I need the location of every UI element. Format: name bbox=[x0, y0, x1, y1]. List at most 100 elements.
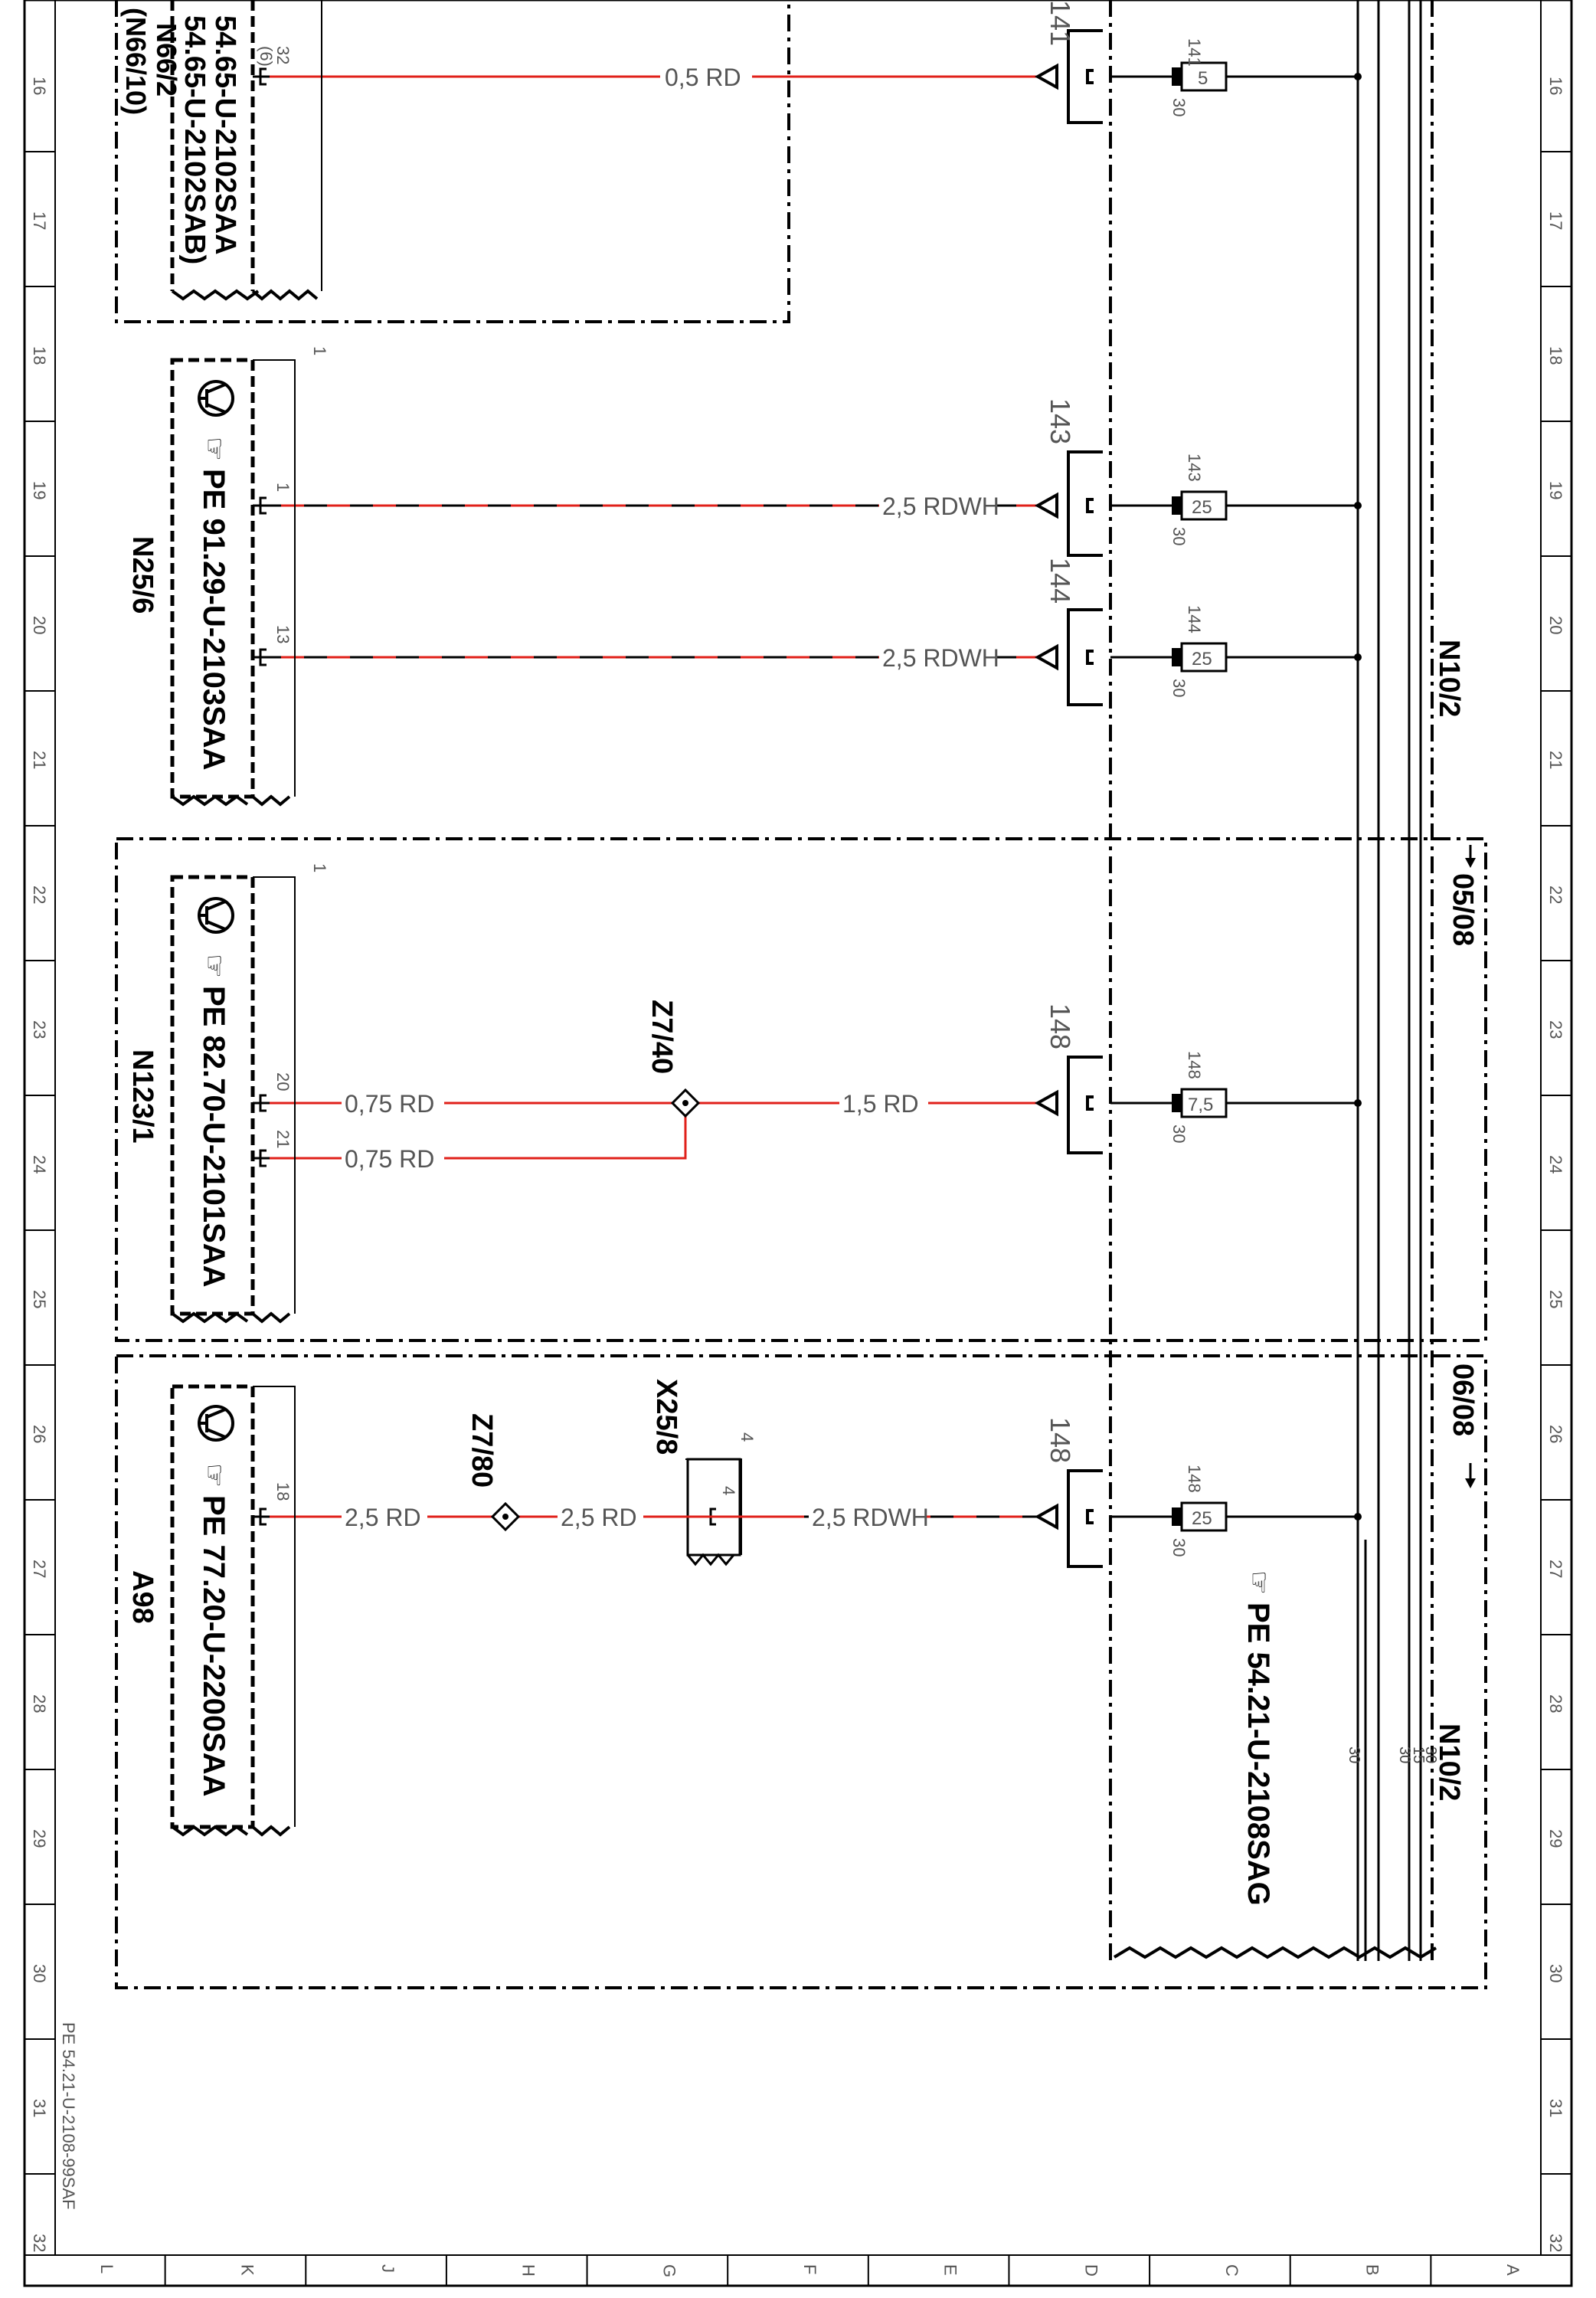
module-pin: 18 bbox=[273, 1482, 293, 1501]
row-number: 25 bbox=[1546, 1290, 1565, 1308]
fuse-circuit-number: 141 bbox=[1185, 38, 1204, 67]
module-pin: (6) bbox=[257, 46, 276, 67]
row-number: 30 bbox=[1546, 1964, 1565, 1982]
wire-labels: 0,5 RD 2,5 RDWH 2,5 RDWH 0,75 RD 0,75 RD… bbox=[342, 63, 999, 1531]
drawing-frame bbox=[23, 0, 1573, 2287]
cross-ref-label: 05/08 bbox=[1447, 873, 1479, 946]
row-number: 32 bbox=[30, 2234, 49, 2252]
fuse-rating: 7,5 bbox=[1188, 1095, 1213, 1115]
row-number: 17 bbox=[30, 211, 49, 230]
column-letter: D bbox=[1081, 2264, 1101, 2277]
cross-ref-label: 06/08 bbox=[1447, 1363, 1479, 1436]
connector-label-148: 148 bbox=[1045, 1417, 1076, 1463]
module-pin: 13 bbox=[273, 625, 293, 643]
row-number: 27 bbox=[1546, 1560, 1565, 1578]
pointing-hand-icon: ☞ bbox=[199, 954, 231, 978]
column-letter: F bbox=[800, 2264, 819, 2274]
fuse-circuit-number: 144 bbox=[1185, 605, 1204, 633]
row-number: 19 bbox=[30, 481, 49, 499]
fuse-box-code: N10/2 bbox=[1433, 1724, 1465, 1801]
fuse-circuit-number: 143 bbox=[1185, 453, 1204, 482]
fuse-box-ref: PE 54.21-U-2108SAG bbox=[1241, 1602, 1275, 1906]
transistor-icon bbox=[198, 380, 234, 417]
column-letter: E bbox=[941, 2264, 960, 2276]
cross-ref-06-08: 06/08 bbox=[1447, 1363, 1479, 1488]
connector-pin: 4 bbox=[737, 1432, 757, 1442]
fuse-143: 25 143 30 bbox=[1169, 453, 1228, 545]
row-number: 22 bbox=[1546, 885, 1565, 904]
module-code: A98 bbox=[126, 1570, 159, 1624]
module-code: N25/6 bbox=[126, 536, 159, 614]
wire-label-x258-fuse: 2,5 RDWH bbox=[812, 1504, 929, 1531]
module-code: N123/1 bbox=[126, 1049, 159, 1144]
column-letter: K bbox=[237, 2264, 257, 2276]
row-number: 20 bbox=[30, 616, 49, 634]
row-number: 24 bbox=[1546, 1155, 1565, 1174]
connector-label-144: 144 bbox=[1045, 558, 1076, 604]
module-pin: 20 bbox=[273, 1072, 293, 1091]
row-number: 24 bbox=[30, 1155, 49, 1174]
row-number: 16 bbox=[30, 77, 49, 95]
connector-code: X25/8 bbox=[650, 1379, 682, 1455]
module-ref: 54.65-U-2102SAA bbox=[209, 15, 241, 255]
module-pin: 1 bbox=[273, 483, 293, 492]
wire-label-n123-pin21: 0,75 RD bbox=[345, 1145, 434, 1173]
fuse-terminal: 30 bbox=[1169, 98, 1189, 116]
module-pin: 21 bbox=[273, 1130, 293, 1148]
row-number: 21 bbox=[30, 751, 49, 769]
row-number: 19 bbox=[1546, 481, 1565, 499]
row-number: 23 bbox=[1546, 1020, 1565, 1039]
module-ref: PE 82.70-U-2101SAA bbox=[197, 986, 231, 1288]
column-letter: G bbox=[659, 2264, 679, 2277]
column-letter: L bbox=[97, 2264, 116, 2273]
supply-bus-lines bbox=[1356, 0, 1422, 1961]
connector-label-141: 141 bbox=[1045, 0, 1076, 46]
wire-label-141: 0,5 RD bbox=[665, 64, 741, 91]
row-number: 17 bbox=[1546, 211, 1565, 230]
row-number: 18 bbox=[1546, 346, 1565, 365]
fuse-rating: 25 bbox=[1192, 649, 1212, 669]
row-number: 29 bbox=[30, 1829, 49, 1848]
connector-label-143: 143 bbox=[1045, 398, 1076, 444]
bus-terminal-label: 30 bbox=[1422, 1746, 1439, 1763]
transistor-icon bbox=[198, 897, 234, 934]
module-code: N66/2 bbox=[151, 23, 182, 97]
row-number: 25 bbox=[30, 1290, 49, 1308]
bus-terminal-label: 30 bbox=[1396, 1746, 1413, 1763]
wire-label-a98-pin18: 2,5 RD bbox=[345, 1504, 421, 1531]
column-grid-ticks bbox=[164, 2255, 1432, 2286]
fuse-148-n123: 7,5 148 30 bbox=[1169, 1051, 1228, 1143]
module-ref: 54.65-U-2102SAB) bbox=[178, 15, 211, 264]
wire-label-z780-x258: 2,5 RD bbox=[561, 1504, 637, 1531]
connector-pin: 4 bbox=[719, 1486, 738, 1495]
splice-label: Z7/40 bbox=[646, 1000, 678, 1074]
row-number: 28 bbox=[1546, 1694, 1565, 1713]
transistor-icon bbox=[198, 1405, 234, 1442]
fuse-circuit-number: 148 bbox=[1185, 1051, 1204, 1079]
row-number: 32 bbox=[1546, 2234, 1565, 2252]
row-number: 31 bbox=[1546, 2099, 1565, 2117]
row-number: 28 bbox=[30, 1694, 49, 1713]
splice-z740: Z7/40 bbox=[646, 1000, 701, 1118]
pointing-hand-icon: ☞ bbox=[1244, 1570, 1275, 1595]
circuit-row-141 bbox=[270, 73, 1362, 80]
module-n123: ☞ PE 82.70-U-2101SAA N123/1 20 21 1 bbox=[126, 863, 329, 1324]
splice-label: Z7/80 bbox=[466, 1413, 498, 1488]
module-n66: 54.65-U-2102SAA 54.65-U-2102SAB) N66/2 (… bbox=[120, 0, 322, 301]
row-number: 26 bbox=[30, 1425, 49, 1443]
splice-z780: Z7/80 bbox=[466, 1413, 521, 1532]
fuse-box-code: N10/2 bbox=[1433, 640, 1465, 717]
bus-terminal-label: 15 bbox=[1410, 1746, 1427, 1763]
fuse-rating: 25 bbox=[1192, 497, 1212, 518]
pin-stubs bbox=[253, 504, 270, 1518]
module-code: (N66/10) bbox=[120, 8, 152, 115]
row-number: 29 bbox=[1546, 1829, 1565, 1848]
fuse-terminal: 30 bbox=[1169, 1538, 1189, 1557]
column-letter: B bbox=[1363, 2264, 1382, 2276]
fuse-circuit-number: 148 bbox=[1185, 1465, 1204, 1493]
pointing-hand-icon: ☞ bbox=[199, 437, 231, 461]
wire-label-143: 2,5 RDWH bbox=[882, 493, 999, 520]
row-number: 26 bbox=[1546, 1425, 1565, 1443]
wire-label-144: 2,5 RDWH bbox=[882, 644, 999, 672]
